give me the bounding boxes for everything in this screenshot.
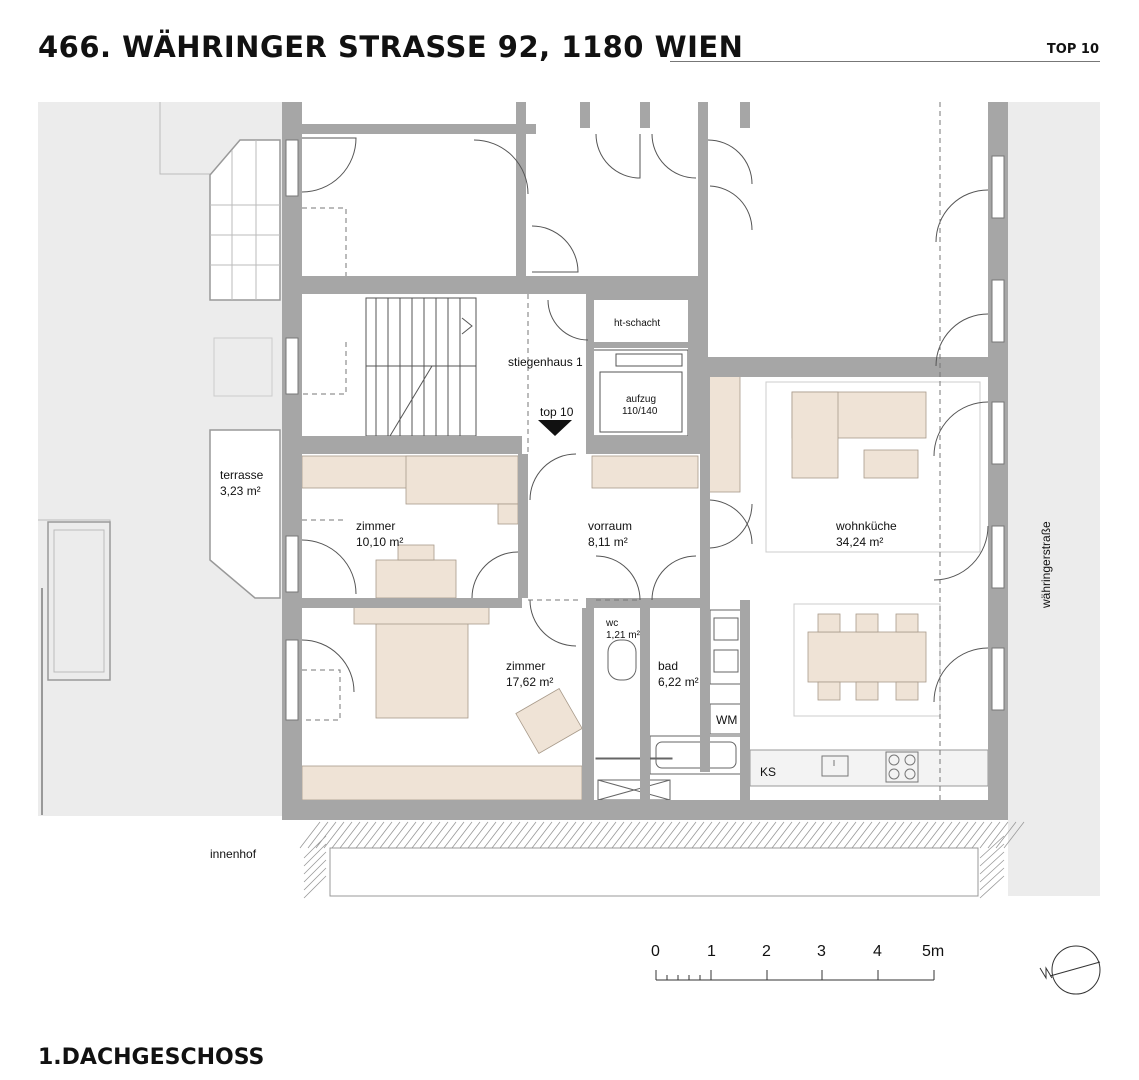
label-wm: WM [716, 713, 737, 727]
scale-tick-5: 5m [922, 943, 944, 960]
title-rule [670, 61, 1100, 62]
innenhof-hatch [299, 820, 1025, 899]
label-stiegenhaus: stiegenhaus 1 [508, 355, 583, 369]
label-terrasse-area: 3,23 m² [220, 484, 261, 498]
label-wc: wc [605, 618, 618, 629]
unit-label: TOP 10 [1046, 42, 1099, 57]
room-labels: ht-schacht stiegenhaus 1 aufzug 110/140 … [210, 318, 1053, 861]
page-title: 466. WÄHRINGER STRASSE 92, 1180 WIEN [38, 30, 744, 64]
label-ks: KS [760, 765, 776, 779]
label-zimmer-1-area: 10,10 m² [356, 535, 403, 549]
upper-balcony [209, 139, 281, 301]
scale-tick-3: 3 [817, 943, 826, 960]
cooktop-icon [885, 751, 919, 783]
label-aufzug-size: 110/140 [622, 406, 658, 417]
terrace [209, 429, 281, 599]
label-zimmer-2-area: 17,62 m² [506, 675, 553, 689]
label-top-marker: top 10 [540, 405, 574, 419]
label-street: währingerstraße [1039, 521, 1053, 609]
label-bad-area: 6,22 m² [658, 675, 699, 689]
label-wc-area: 1,21 m² [606, 630, 641, 641]
sink-icon [821, 755, 849, 777]
north-arrow-icon [1039, 945, 1101, 995]
scale-tick-2: 2 [762, 943, 771, 960]
label-bad: bad [658, 659, 678, 673]
rug-living [765, 381, 981, 553]
courtyard-planter [47, 521, 111, 681]
label-zimmer-1: zimmer [356, 519, 395, 533]
street-area [1007, 102, 1100, 896]
scale-bar: 0 1 2 3 4 5m [651, 943, 944, 981]
floor-level-label: 1.DACHGESCHOSS [38, 1045, 265, 1070]
label-vorraum-area: 8,11 m² [588, 535, 628, 549]
door-swings [301, 133, 989, 703]
courtyard-planter-inner [53, 529, 105, 673]
kitchen-counter [749, 749, 989, 787]
label-innenhof: innenhof [210, 847, 257, 861]
scale-tick-0: 0 [651, 943, 660, 960]
label-wohnkueche-area: 34,24 m² [836, 535, 883, 549]
label-terrasse: terrasse [220, 468, 264, 482]
scale-tick-1: 1 [707, 943, 716, 960]
furniture [301, 375, 927, 801]
label-wohnkueche: wohnküche [835, 519, 897, 533]
entrance-marker-icon [538, 420, 572, 436]
label-zimmer-2: zimmer [506, 659, 545, 673]
label-ht-schacht: ht-schacht [614, 318, 660, 329]
scale-tick-4: 4 [873, 943, 882, 960]
dashed-lines [302, 102, 941, 800]
courtyard-square [213, 337, 273, 397]
windows [285, 139, 1005, 721]
label-vorraum: vorraum [588, 519, 632, 533]
label-aufzug: aufzug [626, 394, 656, 405]
